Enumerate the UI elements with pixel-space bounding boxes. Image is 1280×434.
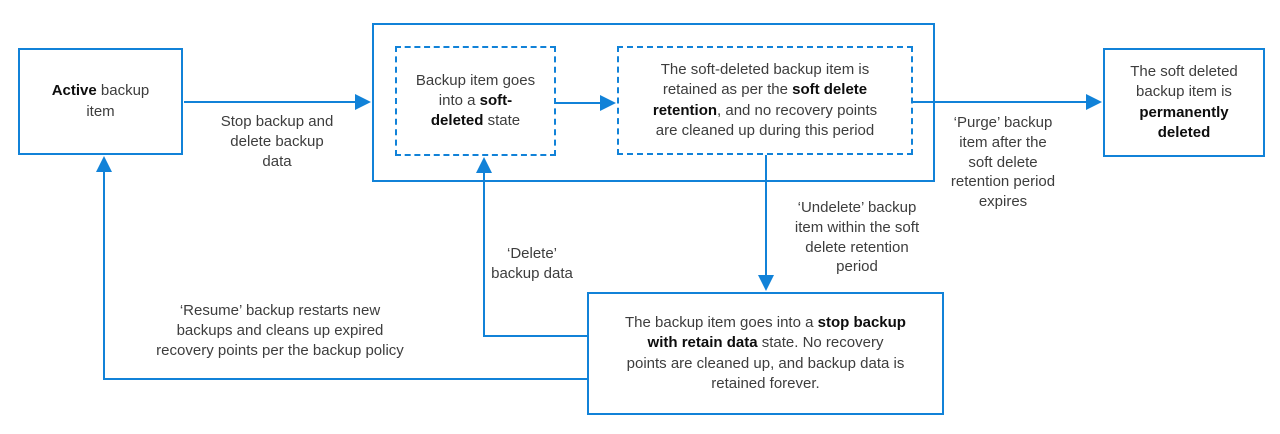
label-undelete: ‘Undelete’ backup item within the soft d…	[794, 199, 920, 276]
label-stop-backup: Stop backup and delete backup data	[220, 113, 334, 170]
label-purge: ‘Purge’ backup item after the soft delet…	[950, 114, 1056, 211]
label-resume: ‘Resume’ backup restarts new backups and…	[156, 302, 404, 359]
label-delete: ‘Delete’ backup data	[491, 245, 573, 282]
